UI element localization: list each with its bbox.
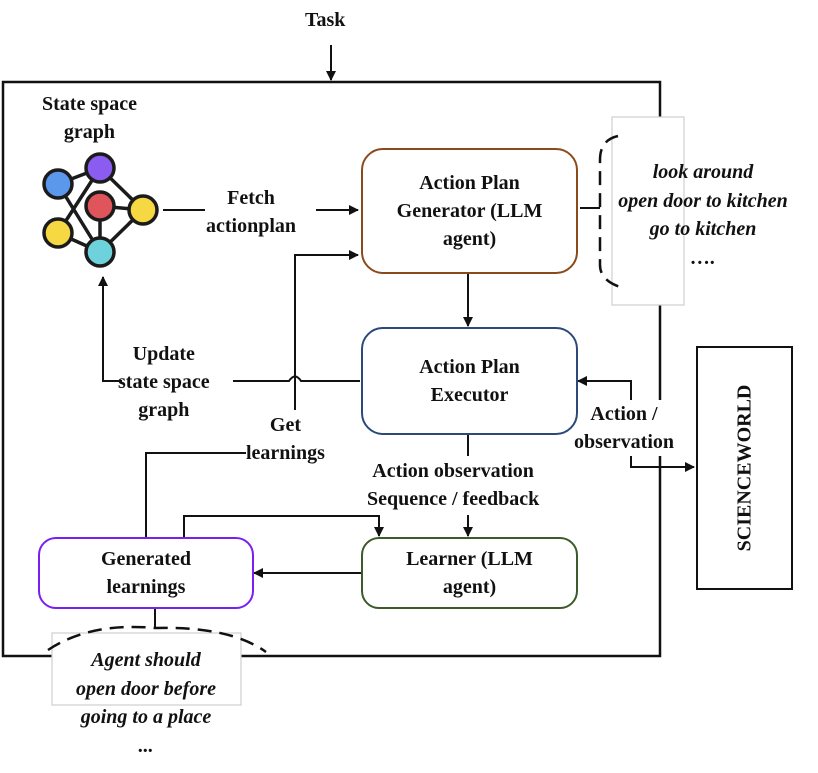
- get-learnings-line: [145, 452, 246, 537]
- observation-to-executor-arrow: [577, 376, 632, 400]
- learning-example-note: Agent should open door before going to a…: [46, 646, 246, 760]
- get-learnings-label: Get learnings: [246, 411, 325, 467]
- action-plan-executor-box: Action Plan Executor: [361, 327, 578, 435]
- graph-node-yellow-right: [127, 194, 159, 226]
- action-plan-step-3: go to kitchen: [649, 218, 757, 240]
- graph-node-red: [84, 190, 116, 222]
- sequence-label-line-2: Sequence / feedback: [367, 488, 540, 510]
- action-plan-brace: [598, 134, 621, 289]
- task-label: Task: [305, 9, 346, 31]
- generated-learnings-line-1: Generated: [101, 548, 191, 570]
- learning-line-2: open door before: [76, 677, 216, 700]
- action-plan-example-note: look around open door to kitchen go to k…: [600, 158, 806, 272]
- graph-title-line-2: graph: [63, 121, 116, 143]
- scienceworld-label: SCIENCEWORLD: [733, 384, 755, 552]
- update-label-line-1: Update: [132, 343, 195, 365]
- system-frame: [1, 80, 662, 658]
- learner-line-1: Learner (LLM: [406, 548, 533, 570]
- get-label-line-2: learnings: [246, 442, 325, 464]
- graph-node-yellow-left: [42, 217, 74, 249]
- learning-brace: [47, 625, 267, 654]
- learning-line-3: going to a place: [80, 706, 212, 728]
- executor-line-2: Executor: [430, 384, 509, 406]
- update-graph-line: [233, 375, 360, 382]
- learning-note-frame: [51, 632, 242, 706]
- learning-line-1: Agent should: [91, 649, 201, 671]
- action-plan-step-2: open door to kitchen: [618, 189, 788, 212]
- update-label-line-2: state space: [118, 371, 210, 393]
- generator-line-3: agent): [442, 228, 497, 250]
- graph-node-cyan: [84, 236, 116, 268]
- generated-learnings-box: Generated learnings: [38, 537, 254, 609]
- action-observation-label: Action / observation: [574, 400, 674, 456]
- fetch-actionplan-label: Fetch actionplan: [206, 184, 296, 240]
- generated-learnings-line-2: learnings: [106, 576, 186, 598]
- graph-node-purple: [84, 152, 116, 184]
- generator-line-1: Action Plan: [419, 172, 520, 194]
- learner-box: Learner (LLM agent): [361, 537, 578, 609]
- graph-title: State space graph: [42, 90, 137, 146]
- update-label-line-3: graph: [138, 399, 190, 421]
- state-space-graph-icon: [42, 152, 159, 268]
- fetch-label-line-1: Fetch: [227, 187, 275, 209]
- scienceworld-box: SCIENCEWORLD: [696, 346, 793, 590]
- update-graph-arrow: [98, 276, 122, 382]
- action-plan-step-1: look around: [652, 161, 754, 183]
- update-graph-label: Update state space graph: [118, 340, 210, 424]
- graph-node-blue: [42, 168, 74, 200]
- get-learnings-arrow: [294, 255, 358, 410]
- action-observation-sequence-label: Action observation Sequence / feedback: [367, 457, 539, 513]
- action-plan-step-more: ….: [690, 246, 716, 269]
- generator-line-2: Generator (LLM: [396, 200, 543, 222]
- sequence-label-line-1: Action observation: [372, 460, 534, 482]
- learnings-to-learner-arrow: [183, 515, 384, 537]
- learning-line-more: ...: [138, 734, 154, 757]
- fetch-label-line-2: actionplan: [206, 215, 297, 237]
- graph-title-line-1: State space: [42, 93, 137, 115]
- action-to-scienceworld-arrow: [630, 456, 695, 472]
- get-label-line-1: Get: [269, 414, 301, 436]
- action-obs-line-1: Action /: [590, 403, 658, 425]
- action-plan-note-frame: [611, 116, 685, 306]
- executor-line-1: Action Plan: [419, 356, 520, 378]
- learner-line-2: agent): [442, 576, 497, 598]
- action-plan-generator-box: Action Plan Generator (LLM agent): [361, 148, 578, 274]
- action-obs-line-2: observation: [574, 431, 674, 453]
